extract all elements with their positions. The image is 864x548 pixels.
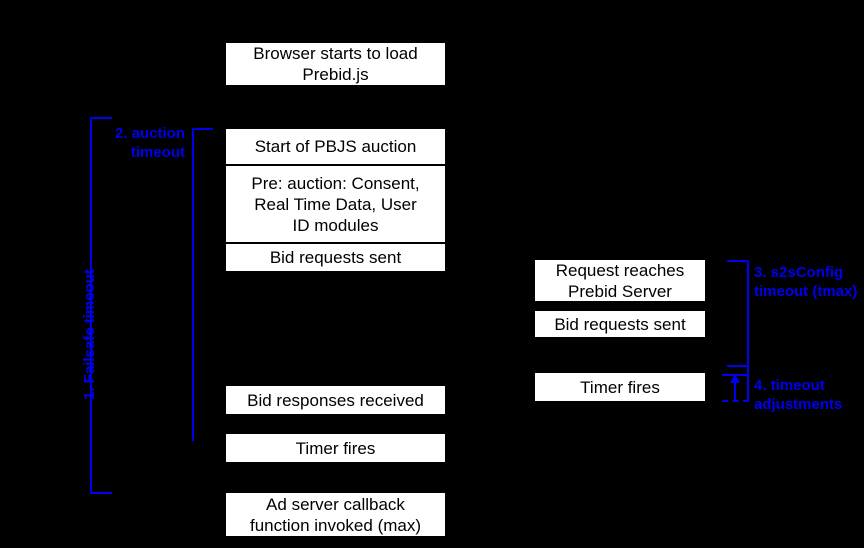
box-ad-server-callback: Ad server callback function invoked (max… <box>225 492 446 537</box>
box-timer-fires-client: Timer fires <box>225 433 446 463</box>
box-bid-responses-received: Bid responses received <box>225 385 446 415</box>
annotation-timeout-adjustments: 4. timeout adjustments <box>754 377 843 413</box>
auction-timeout-bracket-spine <box>192 128 194 441</box>
failsafe-bracket-bottom <box>90 492 112 494</box>
s2sconfig-bracket-bottom <box>727 365 749 367</box>
box-browser-starts-to-load-prebid: Browser starts to load Prebid.js <box>225 42 446 86</box>
s2sconfig-bracket-spine <box>747 260 749 367</box>
annotation-failsafe-timeout: 1. Failsafe timeout <box>81 269 98 400</box>
annotation-auction-timeout: 2. auction timeout <box>114 125 185 161</box>
s2sconfig-bracket-top <box>727 260 749 262</box>
timeout-adjustments-dashed-rule <box>722 400 749 402</box>
auction-timeout-bracket-top <box>192 128 213 130</box>
timeout-adjustments-spine <box>747 365 749 401</box>
box-request-reaches-prebid-server: Request reaches Prebid Server <box>534 259 706 302</box>
failsafe-bracket-top <box>90 117 112 119</box>
box-bid-requests-sent-server: Bid requests sent <box>534 310 706 338</box>
box-start-of-pbjs-auction: Start of PBJS auction <box>225 128 446 165</box>
up-arrow-icon <box>730 374 740 383</box>
annotation-s2sconfig-timeout: 3. s2sConfig timeout (tmax) <box>754 264 858 300</box>
box-timer-fires-server: Timer fires <box>534 372 706 402</box>
timeout-adjustments-arrow-shaft <box>734 382 736 401</box>
box-bid-requests-sent-client: Bid requests sent <box>225 243 446 272</box>
box-pre-auction-modules: Pre: auction: Consent, Real Time Data, U… <box>225 165 446 243</box>
failsafe-bracket-spine <box>90 117 92 494</box>
